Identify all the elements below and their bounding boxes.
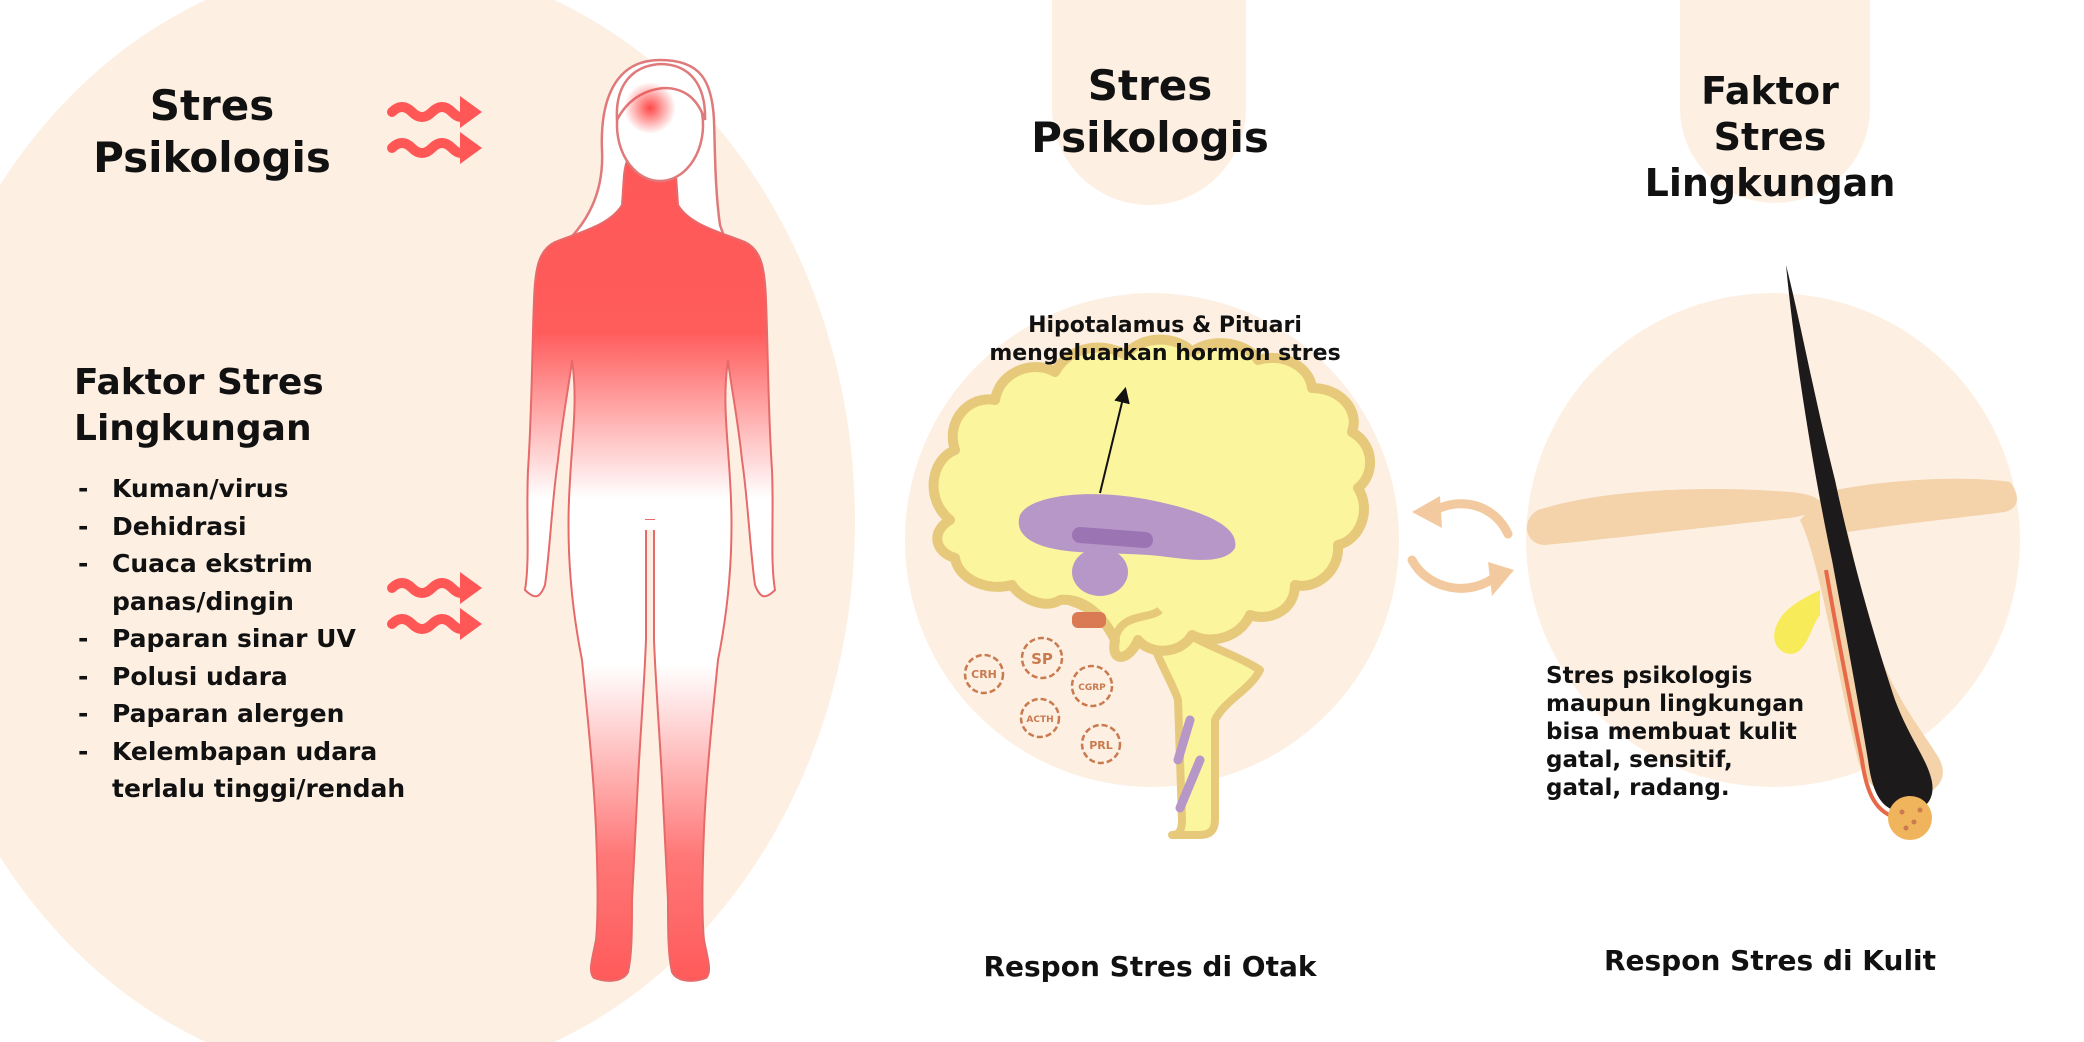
- skin-circle-bg: [1526, 293, 2020, 787]
- skin-note: Stres psikologis maupun lingkungan bisa …: [1546, 663, 1805, 801]
- list-item: Cuaca ekstrim panas/dingin: [74, 545, 372, 620]
- hormone-acth: ACTH: [1019, 697, 1061, 739]
- skin-title-tab: [1680, 0, 1870, 203]
- hormone-crh: CRH: [963, 653, 1005, 695]
- svg-text:CGRP: CGRP: [1078, 683, 1106, 693]
- hormone-cgrp: CGRP: [1070, 664, 1114, 708]
- brain-title-tab: [1052, 0, 1246, 205]
- brain-caption: Respon Stres di Otak: [983, 950, 1317, 983]
- psych-stress-arrows-icon: [387, 102, 472, 158]
- brain-panel-title: Stres Psikologis: [1031, 61, 1269, 162]
- svg-text:ACTH: ACTH: [1026, 715, 1053, 725]
- hormone-label: Hipotalamus & Pituari mengeluarkan hormo…: [989, 313, 1341, 366]
- list-item: Paparan sinar UV: [74, 620, 454, 658]
- svg-text:SP: SP: [1031, 650, 1053, 668]
- list-item: Kuman/virus: [74, 470, 454, 508]
- left-psych-title: Stres Psikologis: [93, 81, 331, 182]
- skin-caption: Respon Stres di Kulit: [1603, 944, 1937, 977]
- env-factor-list: Kuman/virus Dehidrasi Cuaca ekstrim pana…: [74, 470, 454, 808]
- list-item: Paparan alergen: [74, 695, 454, 733]
- svg-text:PRL: PRL: [1089, 739, 1113, 752]
- woman-body-icon: [523, 58, 777, 982]
- skin-panel-title: Faktor Stres Lingkungan: [1644, 69, 1896, 205]
- svg-text:CRH: CRH: [971, 668, 997, 681]
- hormone-sp: SP: [1020, 636, 1064, 680]
- hormone-prl: PRL: [1080, 723, 1122, 765]
- cycle-arrows-icon: [1407, 499, 1513, 593]
- skin-hair-follicle-icon: [1526, 265, 2017, 840]
- brain-icon: [928, 334, 1376, 839]
- list-item: Polusi udara: [74, 658, 454, 696]
- list-item: Dehidrasi: [74, 508, 454, 546]
- hormone-molecules: CRH SP CGRP ACTH PRL: [963, 636, 1122, 765]
- list-item: Kelembapan udara terlalu tinggi/rendah: [74, 733, 442, 808]
- left-env-title: Faktor Stres Lingkungan: [74, 362, 324, 449]
